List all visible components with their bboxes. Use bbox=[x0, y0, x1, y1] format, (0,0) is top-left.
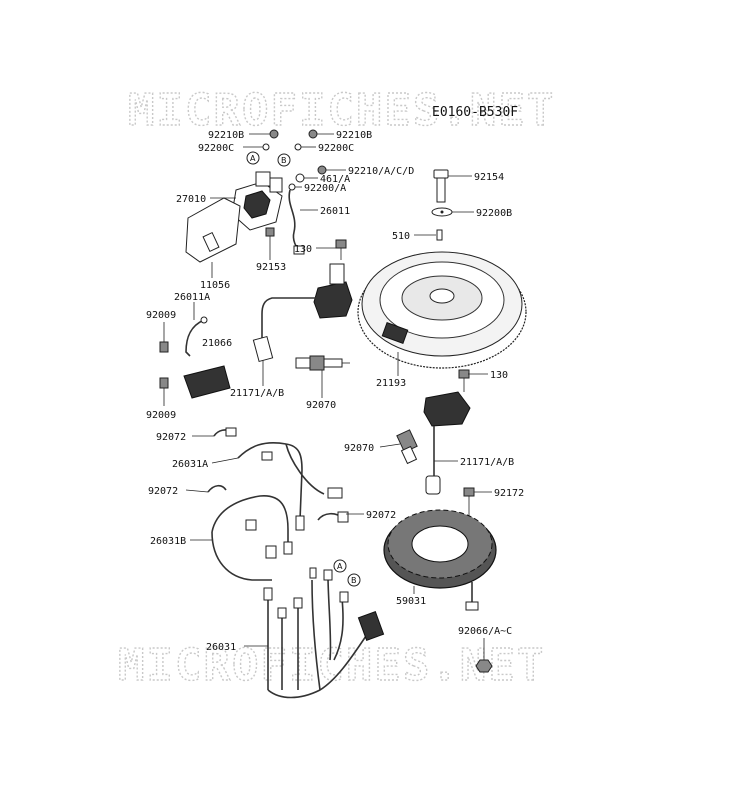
label-27010: 27010 bbox=[176, 194, 206, 205]
part-21171AB-right-lead[interactable] bbox=[425, 426, 441, 495]
part-461A[interactable] bbox=[295, 173, 305, 183]
label-130-right: 130 bbox=[490, 370, 508, 381]
watermark-top: MICROFICHES.NET bbox=[128, 85, 555, 136]
label-92072-c: 92072 bbox=[366, 510, 396, 521]
label-92009-bottom: 92009 bbox=[146, 410, 176, 421]
label-21171AB-right: 21171/A/B bbox=[460, 457, 514, 468]
ref-circle-b-bottom-text: B bbox=[351, 576, 357, 585]
label-92210B-right: 92210B bbox=[336, 130, 372, 141]
part-27010-coil[interactable] bbox=[231, 171, 283, 231]
bolt-92009-bottom[interactable] bbox=[159, 377, 169, 389]
bolt-92009-top[interactable] bbox=[159, 341, 169, 353]
part-21193-flywheel[interactable] bbox=[357, 251, 527, 369]
label-92009-top: 92009 bbox=[146, 310, 176, 321]
label-92066AC: 92066/A~C bbox=[458, 626, 512, 637]
label-92072-a: 92072 bbox=[156, 432, 186, 443]
label-26031: 26031 bbox=[206, 642, 236, 653]
label-92070-right: 92070 bbox=[344, 443, 374, 454]
washer-92200B[interactable] bbox=[431, 207, 453, 217]
label-92200C-left: 92200C bbox=[198, 143, 234, 154]
sparkplug-92070-right[interactable] bbox=[396, 429, 418, 465]
ref-circle-a-bottom bbox=[333, 559, 347, 573]
bolt-92154[interactable] bbox=[433, 169, 449, 203]
ref-circle-b-bottom bbox=[347, 573, 361, 587]
key-510[interactable] bbox=[436, 229, 443, 241]
label-26031A: 26031A bbox=[172, 459, 208, 470]
part-92072-clamp-c[interactable] bbox=[317, 511, 349, 523]
washer-92200C-right[interactable] bbox=[294, 143, 302, 151]
sparkplug-92070-left[interactable] bbox=[295, 355, 350, 371]
label-92153: 92153 bbox=[256, 262, 286, 273]
ref-circle-a-bottom-text: A bbox=[337, 562, 343, 571]
part-11056-bracket[interactable] bbox=[185, 197, 241, 263]
part-26031B-harness[interactable] bbox=[211, 495, 293, 581]
label-92210ACD: 92210/A/C/D bbox=[348, 166, 414, 177]
part-92200A[interactable] bbox=[288, 183, 296, 191]
part-59031-stator[interactable] bbox=[383, 509, 497, 611]
label-59031: 59031 bbox=[396, 596, 426, 607]
leader-lines bbox=[163, 133, 492, 660]
label-92200C-right: 92200C bbox=[318, 143, 354, 154]
label-26031B: 26031B bbox=[150, 536, 186, 547]
part-26011A-lead[interactable] bbox=[185, 316, 208, 357]
label-21066: 21066 bbox=[202, 338, 232, 349]
label-11056: 11056 bbox=[200, 280, 230, 291]
label-92172: 92172 bbox=[494, 488, 524, 499]
part-92072-clamp-a[interactable] bbox=[213, 427, 237, 437]
nut-92210ACD[interactable] bbox=[317, 165, 327, 175]
ref-circle-b-top-text: B bbox=[281, 156, 287, 165]
label-21171AB-left: 21171/A/B bbox=[230, 388, 284, 399]
part-21066-rectifier[interactable] bbox=[183, 365, 231, 399]
label-21193: 21193 bbox=[376, 378, 406, 389]
nut-92210B-left[interactable] bbox=[269, 129, 279, 139]
label-92200A: 92200/A bbox=[304, 183, 346, 194]
label-92210B-left: 92210B bbox=[208, 130, 244, 141]
bolt-130-right[interactable] bbox=[458, 369, 470, 392]
label-92154: 92154 bbox=[474, 172, 504, 183]
part-26031-harness[interactable] bbox=[263, 567, 385, 699]
label-26011: 26011 bbox=[320, 206, 350, 217]
washer-92200C-left[interactable] bbox=[262, 143, 270, 151]
bolt-130-top[interactable] bbox=[335, 239, 347, 260]
label-92070-left: 92070 bbox=[306, 400, 336, 411]
label-461A: 461/A bbox=[320, 174, 350, 185]
bolt-92153[interactable] bbox=[265, 227, 275, 252]
nut-92210B-right[interactable] bbox=[308, 129, 318, 139]
part-ignition-coil-right[interactable] bbox=[423, 391, 471, 427]
ref-circle-b-top bbox=[277, 153, 291, 167]
part-26011-lead[interactable] bbox=[288, 189, 305, 255]
label-26011A: 26011A bbox=[174, 292, 210, 303]
part-ignition-coil-left[interactable] bbox=[313, 263, 353, 319]
part-21171AB-left-lead[interactable] bbox=[252, 297, 318, 363]
part-26031A-harness[interactable] bbox=[237, 442, 343, 531]
label-92200B: 92200B bbox=[476, 208, 512, 219]
ref-circle-a-top bbox=[246, 151, 260, 165]
label-510: 510 bbox=[392, 231, 410, 242]
diagram-code: E0160-B530F bbox=[432, 105, 518, 120]
label-130-top: 130 bbox=[294, 244, 312, 255]
part-92072-clamp-b[interactable] bbox=[207, 484, 227, 493]
label-92072-b: 92072 bbox=[148, 486, 178, 497]
ref-circle-a-top-text: A bbox=[250, 154, 256, 163]
nut-92066AC[interactable] bbox=[475, 659, 493, 673]
